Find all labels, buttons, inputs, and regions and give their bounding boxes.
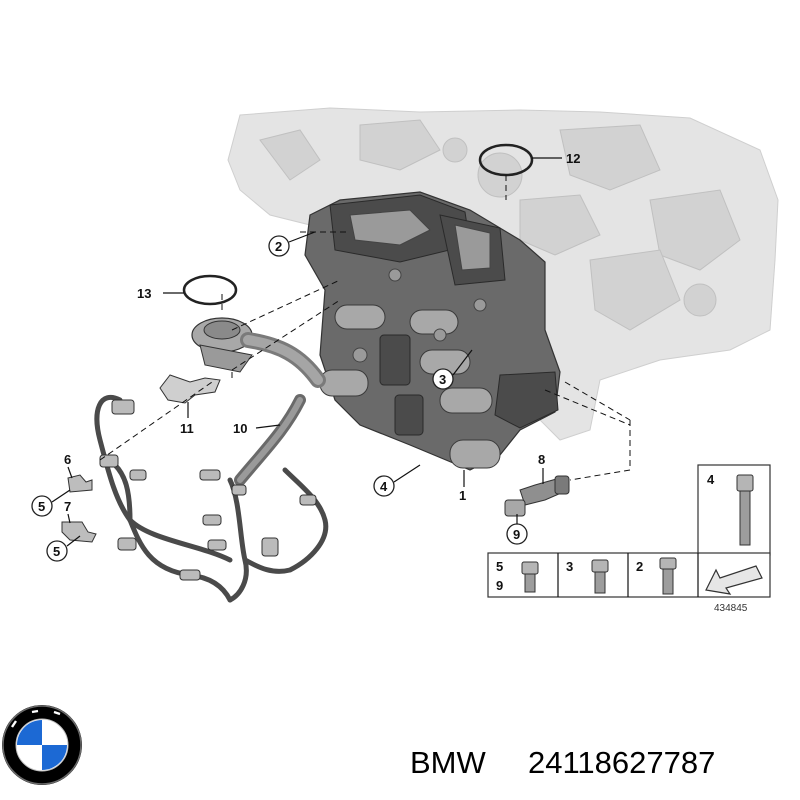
- legend-label-3: 3: [566, 559, 573, 574]
- bolt-3-icon: [591, 559, 609, 594]
- callout-5b: 5: [53, 544, 60, 559]
- callout-10: 10: [233, 421, 247, 436]
- transmission-housing: [227, 107, 779, 441]
- valve-body: [304, 191, 561, 471]
- callout-13: 13: [137, 286, 151, 301]
- callout-8: 8: [538, 452, 545, 467]
- callout-5a: 5: [38, 499, 45, 514]
- caption-brand: BMW: [410, 745, 487, 780]
- suction-pipe: [191, 317, 326, 388]
- bmw-logo: [2, 705, 82, 785]
- callout-9: 9: [513, 527, 520, 542]
- wiring-harness: [94, 395, 329, 603]
- callout-4: 4: [380, 479, 388, 494]
- legend-label-2: 2: [636, 559, 643, 574]
- caption-part-number: 24118627787: [528, 745, 715, 780]
- pipe-10: [234, 394, 306, 486]
- fastener-legend: 4 5 9 3 2 434845: [487, 464, 771, 614]
- bolt-2-icon: [659, 557, 677, 595]
- callout-6: 6: [64, 452, 71, 467]
- callout-7: 7: [64, 499, 71, 514]
- callout-1: 1: [459, 488, 466, 503]
- clip-6: [67, 474, 93, 493]
- callout-3: 3: [439, 372, 446, 387]
- callout-11: 11: [180, 421, 194, 436]
- assembly-lines: [99, 231, 631, 481]
- speed-sensor: [504, 475, 570, 517]
- legend-label-9: 9: [496, 578, 503, 593]
- o-ring-13: [163, 274, 238, 306]
- legend-label-4: 4: [707, 472, 715, 487]
- bolt-4-icon: [736, 474, 754, 546]
- callout-12: 12: [566, 151, 580, 166]
- bolt-5-9-icon: [521, 561, 539, 593]
- legend-label-5: 5: [496, 559, 503, 574]
- bracket-11: [159, 374, 221, 418]
- callout-2: 2: [275, 239, 282, 254]
- o-ring-12: [478, 143, 562, 200]
- reference-number: 434845: [714, 603, 748, 614]
- clip-7: [61, 521, 97, 543]
- callouts: 12 2 13 3 11 10 4 1 8 9 6 5: [31, 151, 580, 562]
- direction-arrow-icon: [705, 565, 763, 595]
